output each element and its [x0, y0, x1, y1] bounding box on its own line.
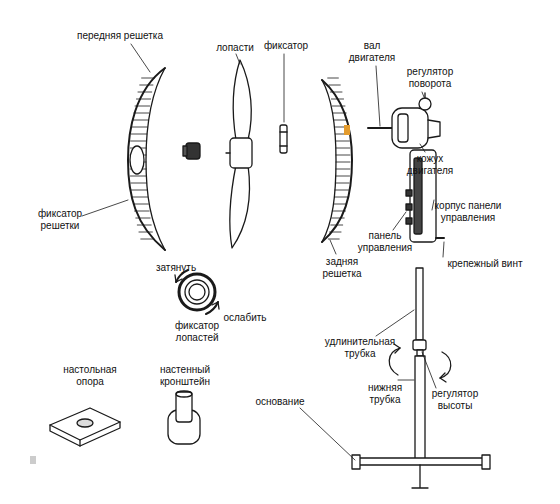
part-label: фиксатор [264, 40, 308, 52]
part-label: фиксатор лопастей [165, 320, 229, 344]
wall-bracket [168, 391, 200, 444]
blade-lock-part [183, 143, 200, 159]
part-label: удлинительная трубка [323, 336, 397, 360]
part-label: вал двигателя [346, 40, 398, 64]
part-label: настольная опора [60, 364, 120, 388]
table-base [50, 408, 120, 446]
rear-grille [322, 78, 352, 242]
blade-lock-view [175, 270, 219, 314]
part-label: кожух двигателя [400, 153, 460, 177]
part-label: передняя решетка [77, 30, 163, 42]
part-label: затянуть [156, 262, 196, 274]
part-label: настенный кронштейн [150, 364, 220, 388]
stand [352, 268, 490, 488]
part-label: регулятор высоты [427, 388, 483, 412]
part-label: ослабить [223, 312, 266, 324]
front-grille [128, 68, 165, 250]
part-label: регулятор поворота [395, 66, 465, 90]
part-label: лопасти [216, 42, 254, 54]
part-label: нижняя трубка [361, 382, 409, 406]
fan-blades [226, 60, 252, 248]
part-label: панель управления [354, 230, 416, 254]
part-label: задняя решетка [316, 256, 368, 280]
motor [368, 93, 440, 148]
part-label: корпус панели управления [428, 200, 508, 224]
part-label: основание [255, 396, 304, 408]
leader-lines [82, 44, 444, 460]
part-label: фиксатор решетки [28, 208, 92, 232]
part-label: крепежный винт [447, 258, 522, 270]
fixator-part [280, 125, 287, 153]
